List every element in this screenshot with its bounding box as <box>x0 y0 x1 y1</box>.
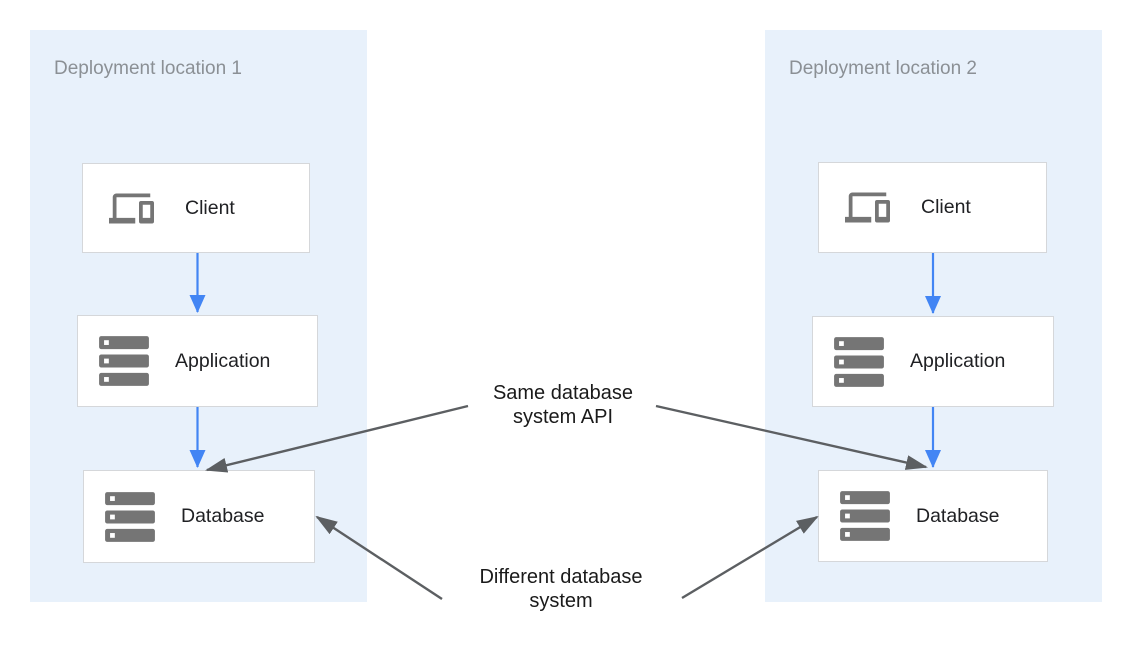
node-database-location-1: Database <box>83 470 315 563</box>
server-stack-icon <box>833 336 885 388</box>
annotation-different-database-system: Different database system <box>453 565 669 613</box>
server-stack-icon <box>104 491 156 543</box>
node-client-location-1: Client <box>82 163 310 253</box>
devices-icon <box>839 185 896 230</box>
node-label: Client <box>921 196 971 218</box>
server-stack-icon <box>98 335 150 387</box>
panel-title: Deployment location 1 <box>54 58 242 79</box>
annotation-line: system <box>529 590 593 612</box>
annotation-line: Same database <box>492 382 634 404</box>
node-label: Application <box>910 350 1006 372</box>
server-stack-icon <box>839 490 891 542</box>
annotation-same-database-system-api: Same database system API <box>455 381 671 429</box>
node-label: Database <box>181 505 265 527</box>
node-label: Application <box>175 349 271 372</box>
node-label: Client <box>185 196 235 219</box>
panel-title: Deployment location 2 <box>789 58 977 79</box>
node-database-location-2: Database <box>818 470 1048 562</box>
annotation-line: system API <box>512 406 614 428</box>
node-label: Database <box>916 504 1000 527</box>
node-application-location-2: Application <box>812 316 1054 407</box>
node-client-location-2: Client <box>818 162 1047 253</box>
node-application-location-1: Application <box>77 315 318 407</box>
annotation-line: Different database <box>479 566 643 588</box>
devices-icon <box>103 186 160 231</box>
